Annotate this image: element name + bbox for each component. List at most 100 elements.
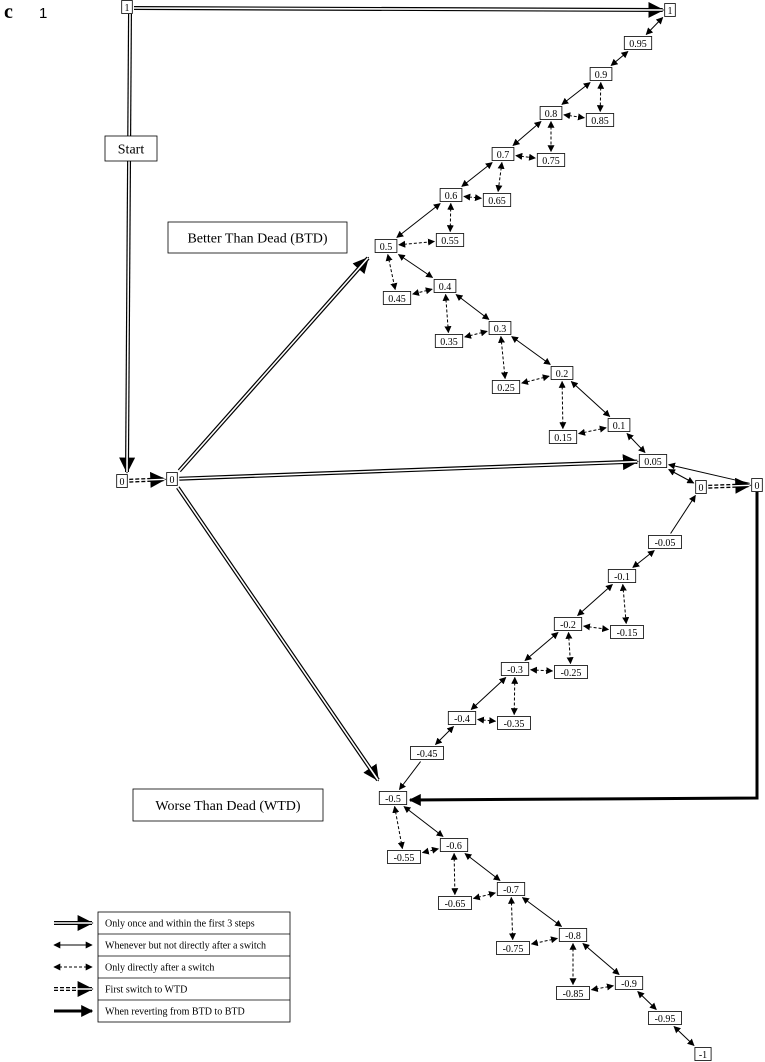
edge-inner — [708, 484, 750, 488]
edge-solid — [637, 991, 657, 1010]
edge-line — [515, 152, 536, 161]
edge-dashed — [463, 193, 482, 202]
edge-solid — [670, 494, 696, 534]
edge-double-dashed — [129, 471, 167, 488]
edge-dashed — [412, 287, 433, 296]
node-value: 1 — [668, 6, 673, 17]
edge-line — [668, 469, 695, 484]
node-frame — [536, 153, 566, 167]
legend-row: Only directly after a switch — [53, 955, 290, 974]
edge-dashed — [521, 374, 550, 385]
node-box: -0.15 — [610, 625, 644, 639]
node-value: -0.45 — [417, 749, 438, 760]
edge-solid — [461, 162, 493, 187]
edge-solid — [512, 121, 542, 146]
edge-line — [570, 381, 611, 417]
node-box: 0.8 — [539, 106, 563, 120]
edge-line — [511, 336, 551, 365]
node-value: 0 — [755, 481, 760, 492]
panel-letter: c — [4, 1, 13, 23]
edge-line — [530, 666, 554, 675]
node-box: -0.7 — [496, 882, 526, 896]
node-value: -0.35 — [504, 719, 525, 730]
edge-inner — [178, 257, 369, 472]
edge-line — [637, 991, 657, 1010]
edge-solid — [668, 469, 695, 484]
node-value: 0 — [170, 475, 175, 486]
node-frame — [554, 665, 588, 679]
edge-dashed — [510, 676, 519, 716]
edge-solid — [561, 82, 591, 105]
edge-line — [472, 891, 496, 901]
node-value: 0.1 — [613, 421, 626, 432]
node-box: -0.8 — [558, 928, 588, 942]
start-label-text: Start — [118, 142, 145, 157]
wtd-label-frame — [132, 788, 324, 822]
wtd-label-text: Worse Than Dead (WTD) — [155, 799, 301, 814]
edge-line — [512, 121, 542, 146]
edge-dashed — [563, 112, 585, 121]
node-box: 0.1 — [607, 418, 631, 432]
node-frame — [166, 472, 178, 486]
edge-line — [565, 631, 574, 665]
edge-dashed — [472, 891, 496, 901]
node-box: 0.3 — [488, 321, 512, 335]
edge-inner — [126, 13, 131, 473]
edge-dashed — [446, 202, 455, 233]
edge-dashed — [583, 623, 610, 633]
node-value: 0.35 — [440, 337, 458, 348]
node-value: -0.3 — [507, 665, 523, 676]
node-box: -0.2 — [553, 617, 583, 631]
edge-solid — [626, 432, 646, 454]
edge-dashed — [590, 983, 614, 993]
node-box: -0.85 — [556, 986, 590, 1000]
node-frame — [648, 1011, 682, 1025]
node-box: 0.15 — [548, 430, 578, 444]
edge-dashed — [596, 81, 605, 113]
legend-row: When reverting from BTD to BTD — [54, 999, 290, 1018]
edge-dashed — [495, 161, 505, 193]
node-value: -0.85 — [563, 989, 584, 1000]
node-frame — [438, 896, 472, 910]
edge-line — [461, 162, 493, 187]
node-value: 0.2 — [556, 369, 569, 380]
node-frame — [638, 454, 668, 468]
edge-dashed — [619, 583, 630, 625]
node-box: -0.3 — [500, 662, 530, 676]
node-frame — [439, 188, 463, 202]
node-value: 0 — [120, 477, 125, 488]
node-box: -0.5 — [378, 791, 408, 805]
edge-line — [577, 584, 613, 616]
node-frame — [550, 366, 574, 380]
node-frame — [607, 569, 637, 583]
edge-line — [521, 897, 563, 927]
node-value: 0.95 — [629, 39, 647, 50]
edge-line — [446, 202, 455, 233]
node-frame — [497, 716, 531, 730]
edge-solid — [645, 16, 664, 36]
figure-number: 1 — [39, 5, 47, 22]
node-frame — [447, 711, 477, 725]
edge-dashed — [530, 666, 554, 675]
edge-dashed — [442, 293, 452, 334]
node-frame — [589, 67, 613, 81]
edge-line — [470, 677, 507, 710]
legend-row: Only once and within the first 3 steps — [54, 915, 255, 931]
edge-line — [590, 983, 614, 993]
edge-dashed — [565, 631, 574, 665]
node-box: -0.9 — [614, 976, 644, 990]
edge-line — [632, 550, 655, 568]
node-frame — [500, 662, 530, 676]
node-frame — [607, 418, 631, 432]
edge-solid — [632, 550, 655, 568]
edge-solid — [570, 381, 611, 417]
edge-solid — [397, 254, 434, 278]
node-value: 0.75 — [542, 156, 560, 167]
edge-line — [495, 161, 505, 193]
node-box: 0.9 — [589, 67, 613, 81]
node-box: 0 — [116, 474, 128, 488]
node-value: 0.3 — [494, 324, 507, 335]
node-box: -0.25 — [554, 665, 588, 679]
node-value: 0.4 — [439, 282, 452, 293]
